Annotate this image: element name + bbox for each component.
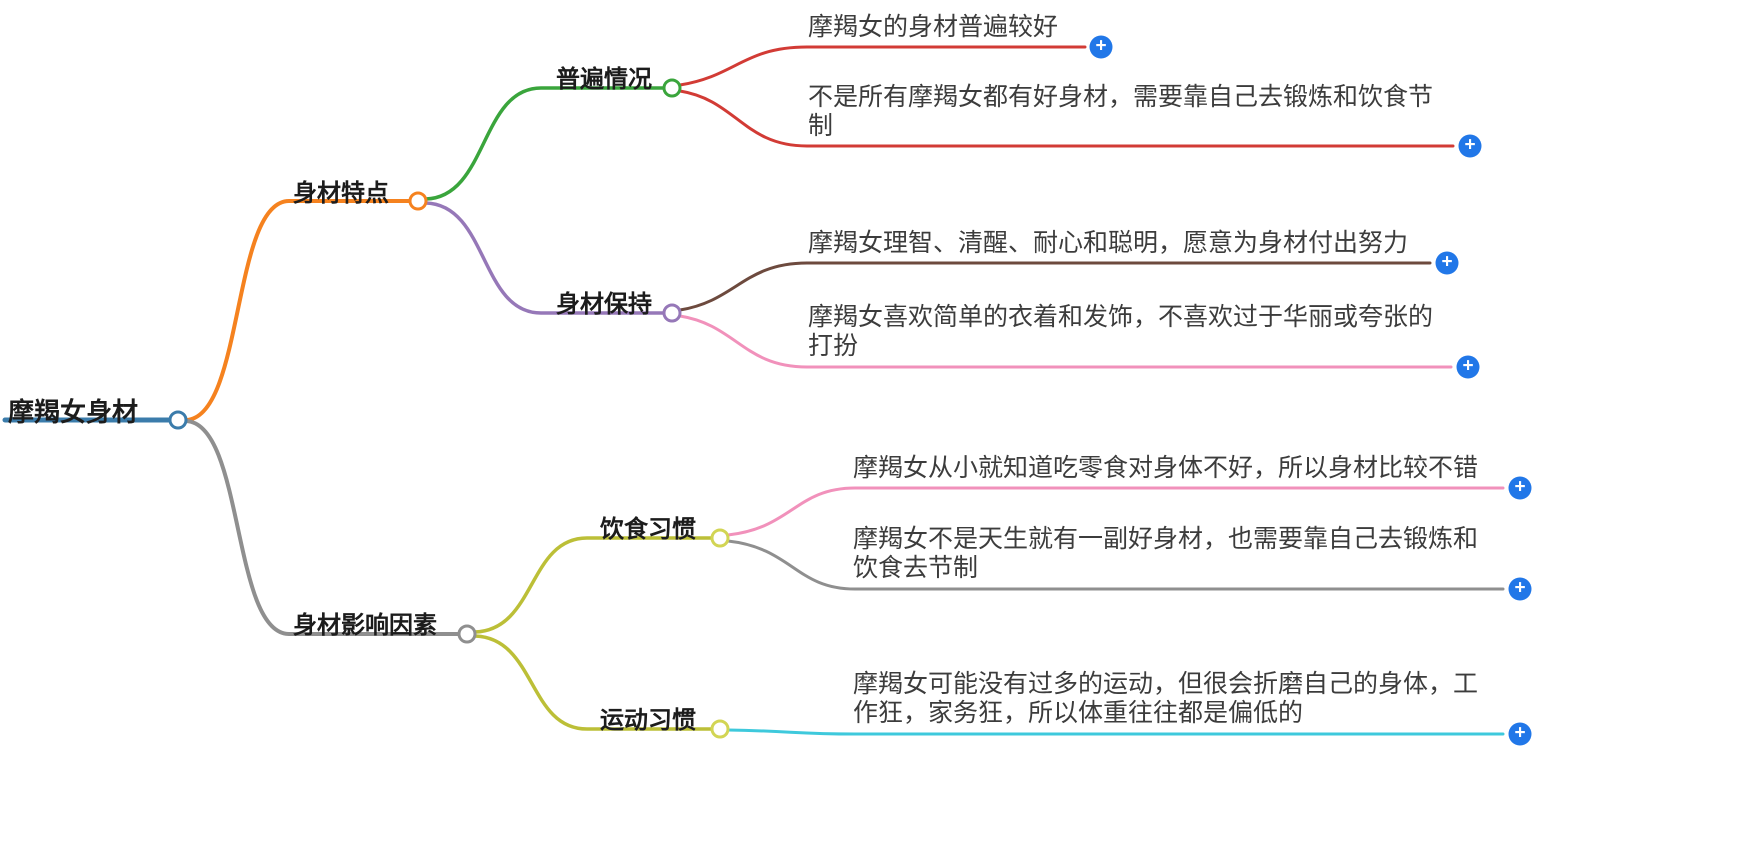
add-child-button[interactable]: + (1456, 355, 1480, 379)
edge-general-to-leaf-1 (678, 45, 1087, 87)
leaf-general-situation-1[interactable]: 摩羯女的身材普遍较好 (808, 13, 1059, 41)
root-node-label[interactable]: 摩羯女身材 (8, 397, 139, 427)
root-node-handle[interactable] (168, 410, 188, 430)
add-child-button[interactable]: + (1089, 35, 1113, 59)
edge-traits-to-figure-keeping (424, 201, 666, 315)
edge-traits-to-general-situation (424, 86, 666, 201)
edge-keeping-to-leaf-1 (678, 261, 1432, 312)
node-label-influence-factors[interactable]: 身材影响因素 (293, 612, 437, 639)
leaf-eating-habits-2[interactable]: 摩羯女不是天生就有一副好身材，也需要靠自己去锻炼和饮食去节制 (853, 525, 1479, 582)
plus-icon: + (1462, 355, 1474, 377)
figure-keeping-node-handle[interactable] (662, 303, 682, 323)
plus-icon: + (1514, 577, 1526, 599)
plus-icon: + (1095, 35, 1107, 57)
edge-keeping-to-leaf-2 (678, 314, 1453, 369)
edge-exercise-to-leaf-1 (726, 728, 1505, 736)
node-label-eating-habits[interactable]: 饮食习惯 (600, 516, 696, 543)
plus-icon: + (1441, 251, 1453, 273)
general-situation-node-handle[interactable] (662, 78, 682, 98)
edge-root-to-influence-factors (184, 419, 460, 636)
edge-eating-to-leaf-2 (726, 539, 1505, 591)
figure-traits-node-handle[interactable] (408, 191, 428, 211)
edge-factors-to-eating-habits (473, 536, 713, 634)
add-child-button[interactable]: + (1508, 722, 1532, 746)
edge-factors-to-exercise-habits (473, 634, 713, 731)
add-child-button[interactable]: + (1435, 251, 1459, 275)
plus-icon: + (1464, 134, 1476, 156)
leaf-figure-keeping-1[interactable]: 摩羯女理智、清醒、耐心和聪明，愿意为身材付出努力 (808, 229, 1409, 257)
leaf-eating-habits-1[interactable]: 摩羯女从小就知道吃零食对身体不好，所以身材比较不错 (853, 454, 1479, 482)
add-child-button[interactable]: + (1508, 577, 1532, 601)
eating-habits-node-handle[interactable] (710, 528, 730, 548)
node-label-exercise-habits[interactable]: 运动习惯 (600, 707, 696, 734)
node-label-general-situation[interactable]: 普遍情况 (556, 66, 652, 93)
exercise-habits-node-handle[interactable] (710, 719, 730, 739)
leaf-figure-keeping-2[interactable]: 摩羯女喜欢简单的衣着和发饰，不喜欢过于华丽或夸张的打扮 (808, 303, 1434, 360)
leaf-general-situation-2[interactable]: 不是所有摩羯女都有好身材，需要靠自己去锻炼和饮食节制 (808, 83, 1434, 140)
edge-eating-to-leaf-1 (726, 486, 1505, 537)
add-child-button[interactable]: + (1508, 476, 1532, 500)
plus-icon: + (1514, 722, 1526, 744)
edge-general-to-leaf-2 (678, 89, 1455, 148)
edge-root-to-figure-traits (184, 199, 412, 422)
node-label-figure-traits[interactable]: 身材特点 (293, 180, 389, 207)
leaf-exercise-habits-1[interactable]: 摩羯女可能没有过多的运动，但很会折磨自己的身体，工作狂，家务狂，所以体重往往都是… (853, 670, 1479, 727)
influence-factors-node-handle[interactable] (457, 624, 477, 644)
plus-icon: + (1514, 476, 1526, 498)
node-label-figure-keeping[interactable]: 身材保持 (556, 291, 652, 318)
add-child-button[interactable]: + (1458, 134, 1482, 158)
